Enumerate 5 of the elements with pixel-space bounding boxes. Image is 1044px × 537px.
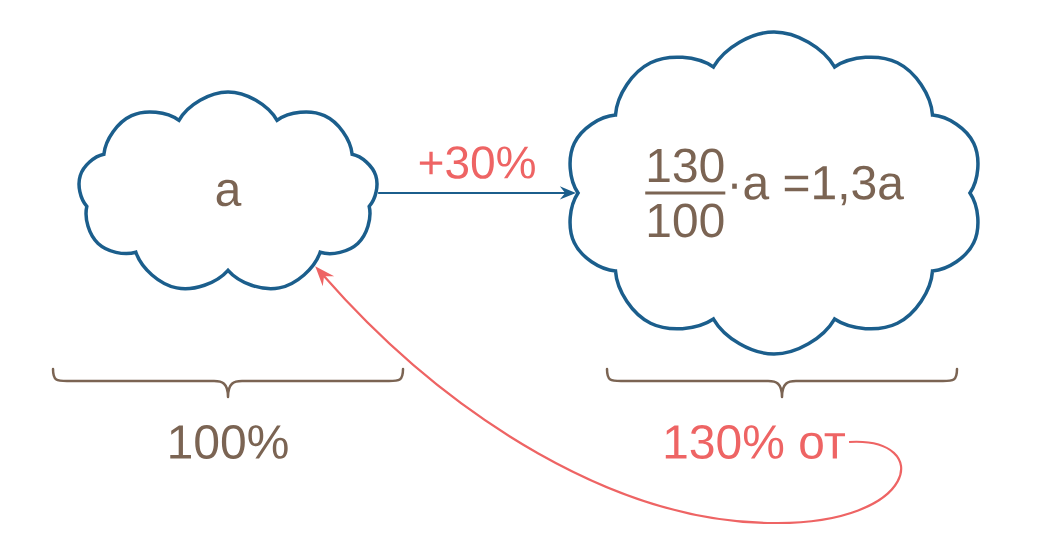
cloud: a: [77, 90, 379, 291]
edge-label: +30%: [419, 146, 535, 179]
cloud: $\frac{\mbox{130}}{\mbox{100}}\mbox{·a =1,3a}$: [568, 30, 980, 356]
brace-label: 100%: [170, 425, 288, 459]
annotation-text: 130% от: [665, 425, 845, 459]
